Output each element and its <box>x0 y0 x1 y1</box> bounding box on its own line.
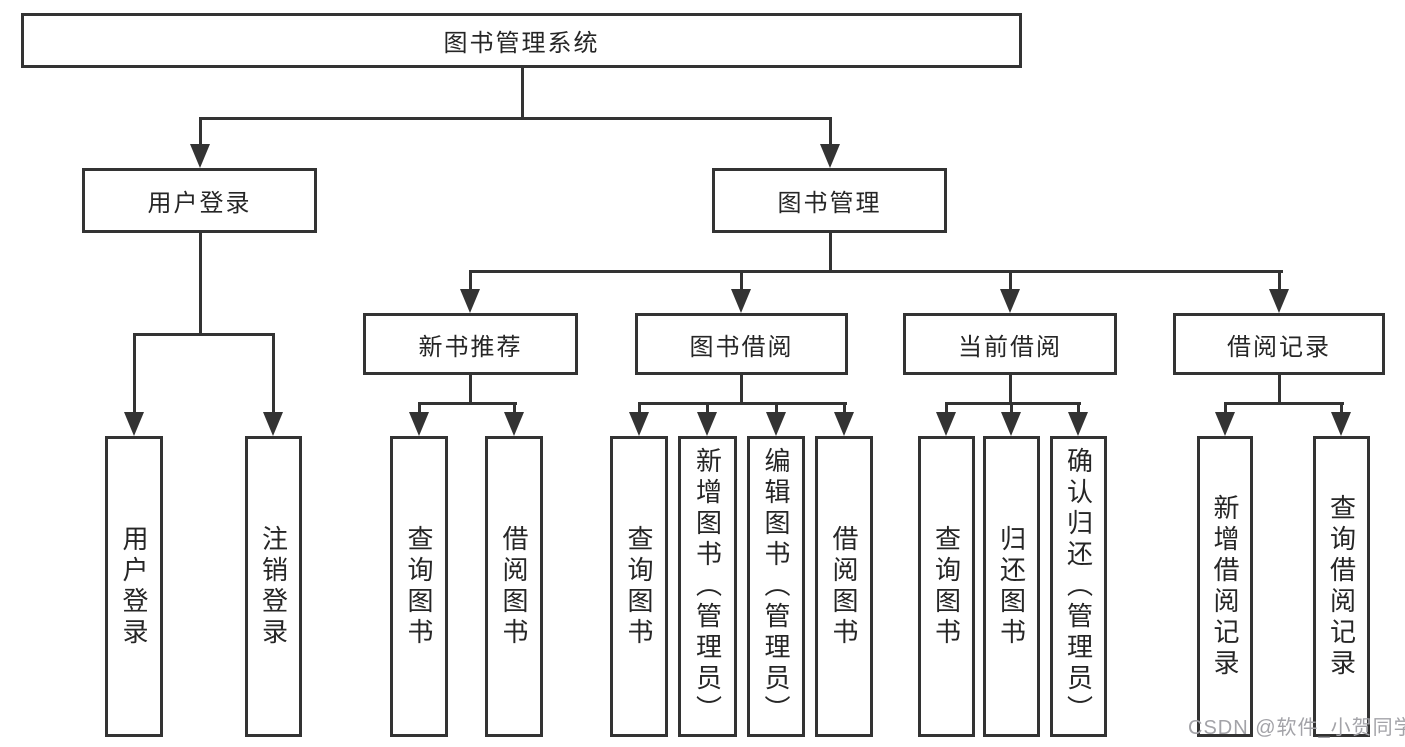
connector-line <box>1077 402 1080 415</box>
connector-line <box>829 233 832 273</box>
leaf-return-books: 归还图书 <box>983 436 1040 737</box>
arrow-down-icon <box>731 289 751 313</box>
arrow-down-icon <box>629 412 649 436</box>
arrow-down-icon <box>1001 412 1021 436</box>
connector-line <box>1278 270 1281 292</box>
connector-line <box>521 68 524 120</box>
node-book-management-label: 图书管理 <box>777 190 882 217</box>
arrow-down-icon <box>820 144 840 168</box>
leaf-edit-books-admin: 编辑图书（管理员） <box>747 436 805 737</box>
connector-line <box>1278 375 1281 405</box>
arrow-down-icon <box>1215 412 1235 436</box>
node-borrowing-records: 借阅记录 <box>1173 313 1385 375</box>
connector-line <box>843 402 846 415</box>
leaf-confirm-return-admin-label: 确认归还（管理员） <box>1063 447 1094 726</box>
connector-line <box>1224 402 1344 405</box>
connector-line <box>775 402 778 415</box>
connector-line <box>945 402 948 415</box>
leaf-add-borrow-record-label: 新增借阅记录 <box>1210 493 1240 680</box>
arrow-down-icon <box>1000 289 1020 313</box>
connector-line <box>199 117 202 147</box>
connector-line <box>638 402 641 415</box>
connector-line <box>469 270 472 292</box>
connector-line <box>740 375 743 405</box>
leaf-borrow-books-borrowing: 借阅图书 <box>815 436 873 737</box>
connector-line <box>513 402 516 415</box>
connector-line <box>469 270 1283 273</box>
arrow-down-icon <box>504 412 524 436</box>
arrow-down-icon <box>263 412 283 436</box>
connector-line <box>706 402 709 415</box>
leaf-logout: 注销登录 <box>245 436 302 737</box>
connector-line <box>133 333 136 414</box>
connector-line <box>469 375 472 405</box>
leaf-borrow-books-recommend: 借阅图书 <box>485 436 543 737</box>
leaf-query-books-current-label: 查询图书 <box>931 524 962 649</box>
leaf-query-books-borrowing-label: 查询图书 <box>624 524 654 649</box>
leaf-add-books-admin-label: 新增图书（管理员） <box>692 447 723 726</box>
node-root: 图书管理系统 <box>21 13 1022 68</box>
leaf-user-login-label: 用户登录 <box>119 524 149 649</box>
arrow-down-icon <box>124 412 144 436</box>
node-new-book-recommendation: 新书推荐 <box>363 313 578 375</box>
leaf-add-books-admin: 新增图书（管理员） <box>678 436 737 737</box>
arrow-down-icon <box>1331 412 1351 436</box>
leaf-add-borrow-record: 新增借阅记录 <box>1197 436 1253 737</box>
leaf-confirm-return-admin: 确认归还（管理员） <box>1050 436 1107 737</box>
arrow-down-icon <box>1068 412 1088 436</box>
node-borrowing-records-label: 借阅记录 <box>1227 333 1331 361</box>
arrow-down-icon <box>409 412 429 436</box>
leaf-query-books-borrowing: 查询图书 <box>610 436 668 737</box>
connector-line <box>1010 402 1013 415</box>
arrow-down-icon <box>1269 289 1289 313</box>
arrow-down-icon <box>190 144 210 168</box>
node-book-borrowing: 图书借阅 <box>635 313 848 375</box>
connector-line <box>638 402 847 405</box>
arrow-down-icon <box>460 289 480 313</box>
connector-line <box>199 117 832 120</box>
leaf-return-books-label: 归还图书 <box>996 524 1027 649</box>
arrow-down-icon <box>834 412 854 436</box>
arrow-down-icon <box>766 412 786 436</box>
node-new-book-recommendation-label: 新书推荐 <box>418 333 523 361</box>
arrow-down-icon <box>936 412 956 436</box>
connector-line <box>740 270 743 292</box>
leaf-logout-label: 注销登录 <box>258 524 289 649</box>
leaf-query-books-recommend: 查询图书 <box>390 436 448 737</box>
node-root-label: 图书管理系统 <box>443 30 600 57</box>
node-current-borrowing-label: 当前借阅 <box>958 333 1062 361</box>
connector-line <box>829 117 832 147</box>
connector-line <box>199 233 202 336</box>
node-user-login: 用户登录 <box>82 168 317 233</box>
leaf-edit-books-admin-label: 编辑图书（管理员） <box>761 447 791 726</box>
node-user-login-label: 用户登录 <box>147 190 252 217</box>
leaf-query-books-current: 查询图书 <box>918 436 975 737</box>
leaf-query-borrow-record: 查询借阅记录 <box>1313 436 1370 737</box>
leaf-borrow-books-borrowing-label: 借阅图书 <box>829 524 859 649</box>
connector-line <box>1340 402 1343 415</box>
leaf-query-books-recommend-label: 查询图书 <box>404 524 434 649</box>
node-book-borrowing-label: 图书借阅 <box>689 333 794 361</box>
connector-line <box>418 402 517 405</box>
connector-line <box>1009 270 1012 292</box>
connector-line <box>1009 375 1012 405</box>
leaf-borrow-books-recommend-label: 借阅图书 <box>499 524 529 649</box>
watermark: CSDN @软件_小贺同学 <box>1188 717 1405 739</box>
connector-line <box>418 402 421 415</box>
leaf-user-login: 用户登录 <box>105 436 163 737</box>
node-book-management: 图书管理 <box>712 168 947 233</box>
connector-line <box>133 333 275 336</box>
connector-line <box>1224 402 1227 415</box>
node-current-borrowing: 当前借阅 <box>903 313 1117 375</box>
connector-line <box>945 402 1081 405</box>
leaf-query-borrow-record-label: 查询借阅记录 <box>1326 493 1357 680</box>
arrow-down-icon <box>697 412 717 436</box>
connector-line <box>272 333 275 414</box>
